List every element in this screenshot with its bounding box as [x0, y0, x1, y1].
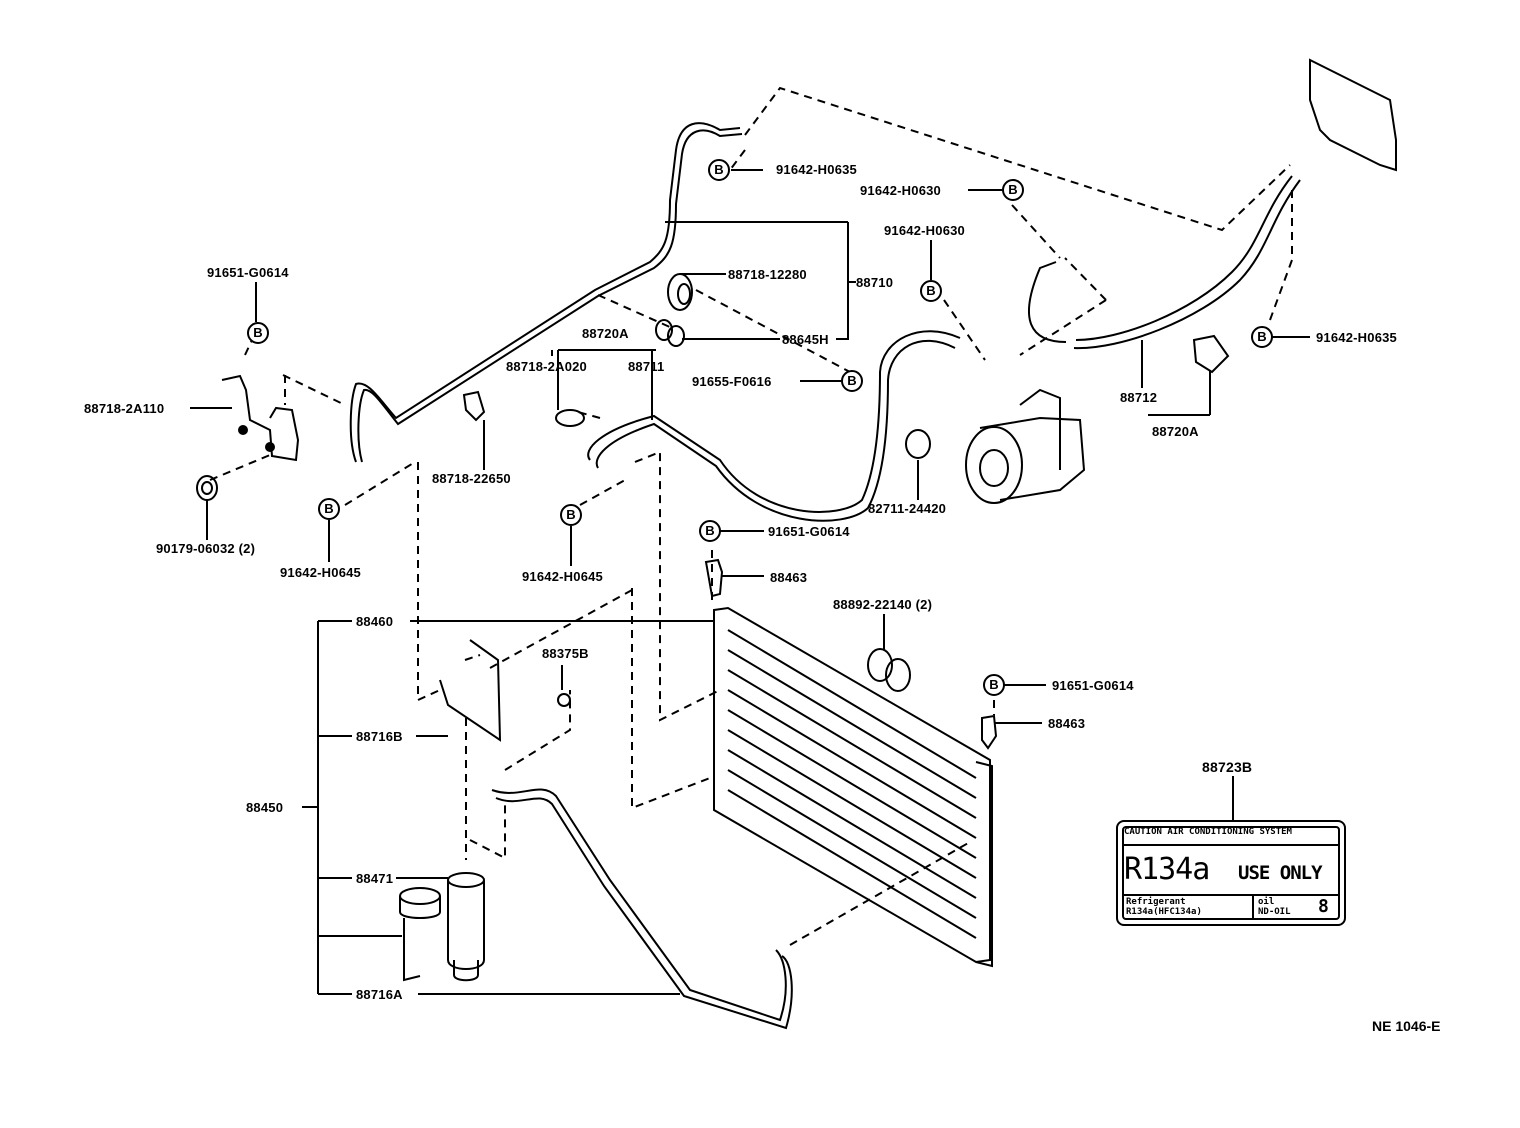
part-label-88716B[interactable]: 88716B — [356, 729, 403, 744]
part-label-88718-22650[interactable]: 88718-22650 — [432, 471, 511, 486]
part-label-88720A-left[interactable]: 88720A — [582, 326, 629, 341]
part-label-88892-22140[interactable]: 88892-22140 (2) — [833, 597, 933, 612]
part-label-91642-H0635-top[interactable]: 91642-H0635 — [776, 162, 857, 177]
part-label-90179-06032[interactable]: 90179-06032 (2) — [156, 541, 256, 556]
caution-label-border — [1122, 826, 1340, 920]
part-label-88720A-right[interactable]: 88720A — [1152, 424, 1199, 439]
divider — [1252, 894, 1254, 920]
part-label-88463-a[interactable]: 88463 — [770, 570, 808, 585]
bolt-marker-icon: B — [318, 498, 340, 520]
part-label-88718-12280[interactable]: 88718-12280 — [728, 267, 807, 282]
caution-label-plate: CAUTION AIR CONDITIONING SYSTEM R134a US… — [1116, 820, 1346, 926]
part-label-88450[interactable]: 88450 — [246, 800, 284, 815]
part-label-91642-H0635-right[interactable]: 91642-H0635 — [1316, 330, 1397, 345]
bolt-marker-icon: B — [841, 370, 863, 392]
part-label-91651-G0614[interactable]: 91651-G0614 — [207, 265, 289, 280]
caution-header: CAUTION AIR CONDITIONING SYSTEM — [1124, 827, 1292, 837]
bolt-marker-icon: B — [983, 674, 1005, 696]
part-label-88723B[interactable]: 88723B — [1202, 759, 1253, 775]
part-label-88718-2A110[interactable]: 88718-2A110 — [84, 401, 165, 416]
part-label-88471[interactable]: 88471 — [356, 871, 394, 886]
oil-info: oil ND-OIL — [1258, 897, 1291, 917]
part-label-91642-H0645-left[interactable]: 91642-H0645 — [280, 565, 361, 580]
use-only-text: USE ONLY — [1238, 862, 1323, 884]
oil-title: oil — [1258, 897, 1275, 907]
part-label-91642-H0645-mid[interactable]: 91642-H0645 — [522, 569, 603, 584]
refrigerant-value: R134a(HFC134a) — [1126, 907, 1202, 917]
part-label-91651-G0614-mid[interactable]: 91651-G0614 — [768, 524, 850, 539]
part-label-88716A[interactable]: 88716A — [356, 987, 403, 1002]
part-label-88718-2A020[interactable]: 88718-2A020 — [506, 359, 587, 374]
bolt-marker-icon: B — [699, 520, 721, 542]
part-label-88645H[interactable]: 88645H — [782, 332, 829, 347]
part-label-91642-H0630-b[interactable]: 91642-H0630 — [884, 223, 965, 238]
part-label-88712[interactable]: 88712 — [1120, 390, 1158, 405]
part-label-88711[interactable]: 88711 — [628, 359, 665, 374]
divider — [1122, 844, 1340, 846]
bolt-marker-icon: B — [708, 159, 730, 181]
dashed-lines — [209, 86, 1293, 946]
refrigerant-info: Refrigerant R134a(HFC134a) — [1126, 897, 1202, 917]
part-label-82711-24420[interactable]: 82711-24420 — [868, 501, 947, 516]
part-label-91642-H0630-a[interactable]: 91642-H0630 — [860, 183, 941, 198]
part-label-88460[interactable]: 88460 — [356, 614, 394, 629]
bolt-marker-icon: B — [560, 504, 582, 526]
bolt-marker-icon: B — [1251, 326, 1273, 348]
tubes — [349, 122, 1301, 1030]
part-label-91651-G0614-right[interactable]: 91651-G0614 — [1052, 678, 1134, 693]
oil-value: ND-OIL — [1258, 907, 1291, 917]
bolt-marker-icon: B — [1002, 179, 1024, 201]
part-label-91655-F0616[interactable]: 91655-F0616 — [692, 374, 772, 389]
part-label-88375B[interactable]: 88375B — [542, 646, 589, 661]
refrigerant-type-large: R134a — [1124, 852, 1210, 887]
part-label-88463-b[interactable]: 88463 — [1048, 716, 1086, 731]
bolt-marker-icon: B — [920, 280, 942, 302]
leader-lines — [190, 169, 1310, 995]
part-label-88710[interactable]: 88710 — [856, 275, 894, 290]
components — [196, 58, 1397, 982]
drawing-code: NE 1046-E — [1372, 1018, 1441, 1034]
refrigerant-title: Refrigerant — [1126, 897, 1186, 907]
divider — [1122, 894, 1340, 896]
oil-number: 8 — [1318, 896, 1329, 917]
bolt-marker-icon: B — [247, 322, 269, 344]
